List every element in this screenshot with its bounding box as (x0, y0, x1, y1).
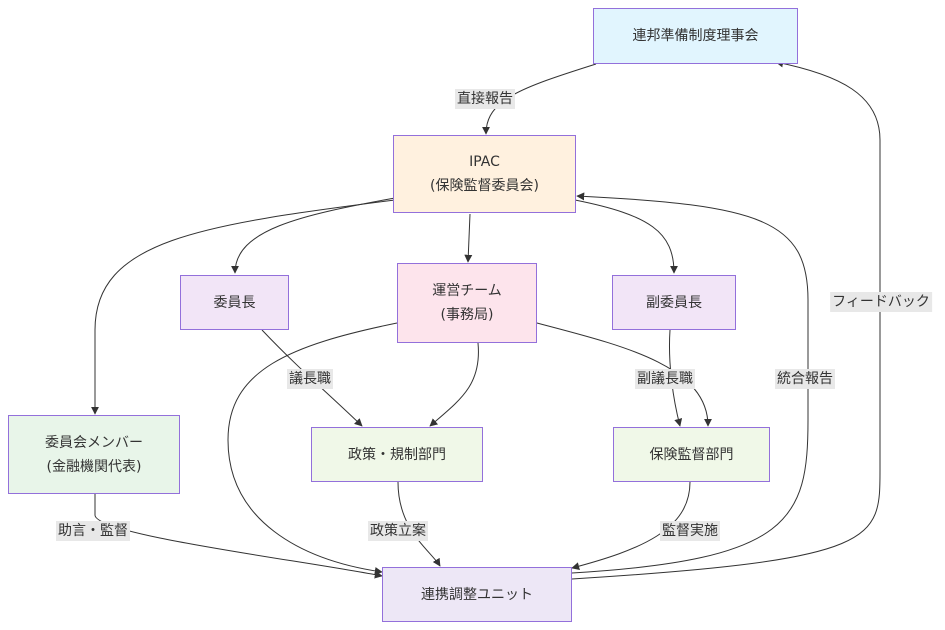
node-ops-team-text: 運営チーム (事務局) (432, 279, 502, 327)
edge-label-feedback: フィードバック (830, 292, 932, 312)
edge-label-supervision-impl: 監督実施 (660, 521, 720, 541)
node-vice-chair-line-1: 副委員長 (646, 294, 702, 311)
node-vice-chair: 副委員長 (612, 275, 736, 330)
node-fed-board-line-1: 連邦準備制度理事会 (632, 28, 759, 44)
edge-coord-to-ipac (571, 192, 809, 574)
node-ops-team: 運営チーム (事務局) (397, 263, 537, 343)
node-ipac-line-1: IPAC (469, 154, 500, 170)
edge-ops-to-policy (429, 342, 479, 427)
edge-label-advice-supervision: 助言・監督 (56, 521, 130, 541)
node-members-line-1: 委員会メンバー (45, 434, 143, 451)
node-ops-team-line-1: 運営チーム (432, 283, 502, 299)
node-insurance-dept-text: 保険監督部門 (650, 443, 734, 467)
edge-label-direct-report: 直接報告 (455, 89, 515, 109)
node-chair-text: 委員長 (214, 291, 256, 315)
edge-label-integrated-report: 統合報告 (775, 369, 835, 389)
node-members: 委員会メンバー (金融機関代表) (8, 415, 180, 494)
node-fed-board: 連邦準備制度理事会 (593, 8, 798, 64)
node-members-text: 委員会メンバー (金融機関代表) (45, 431, 143, 479)
edge-ipac-to-chair (231, 197, 396, 274)
node-coordination-unit: 連携調整ユニット (382, 567, 572, 622)
node-vice-chair-text: 副委員長 (646, 291, 702, 315)
node-policy-dept-line-1: 政策・規制部門 (348, 446, 446, 463)
edge-label-policy-making: 政策立案 (368, 521, 428, 541)
node-ipac-text: IPAC (保険監督委員会) (430, 150, 539, 198)
node-insurance-dept-line-1: 保険監督部門 (649, 446, 734, 463)
edge-ops-to-insur (536, 322, 712, 427)
edge-ops-to-coord (227, 322, 398, 575)
node-coordination-unit-line-1: 連携調整ユニット (421, 586, 533, 603)
node-chair: 委員長 (180, 275, 289, 330)
edge-ipac-to-vice (574, 199, 678, 274)
edge-members-to-coord (94, 494, 383, 579)
node-fed-board-text: 連邦準備制度理事会 (633, 24, 759, 48)
node-members-line-2: (金融機関代表) (46, 458, 142, 475)
edge-ipac-to-ops (464, 213, 473, 263)
node-ops-team-line-2: (事務局) (440, 307, 494, 323)
node-ipac: IPAC (保険監督委員会) (393, 135, 576, 213)
edge-label-vice-chair-post: 副議長職 (635, 369, 695, 389)
node-insurance-dept: 保険監督部門 (613, 427, 770, 482)
edge-insur-to-coord (571, 481, 691, 571)
edge-ipac-to-members (91, 199, 396, 415)
node-coordination-unit-text: 連携調整ユニット (421, 583, 533, 607)
node-policy-dept: 政策・規制部門 (311, 427, 483, 482)
node-chair-line-1: 委員長 (213, 294, 256, 311)
node-policy-dept-text: 政策・規制部門 (348, 443, 446, 467)
edge-label-chair-post: 議長職 (287, 369, 333, 389)
node-ipac-line-2: (保険監督委員会) (430, 178, 539, 194)
edge-coord-to-fed (571, 59, 881, 580)
